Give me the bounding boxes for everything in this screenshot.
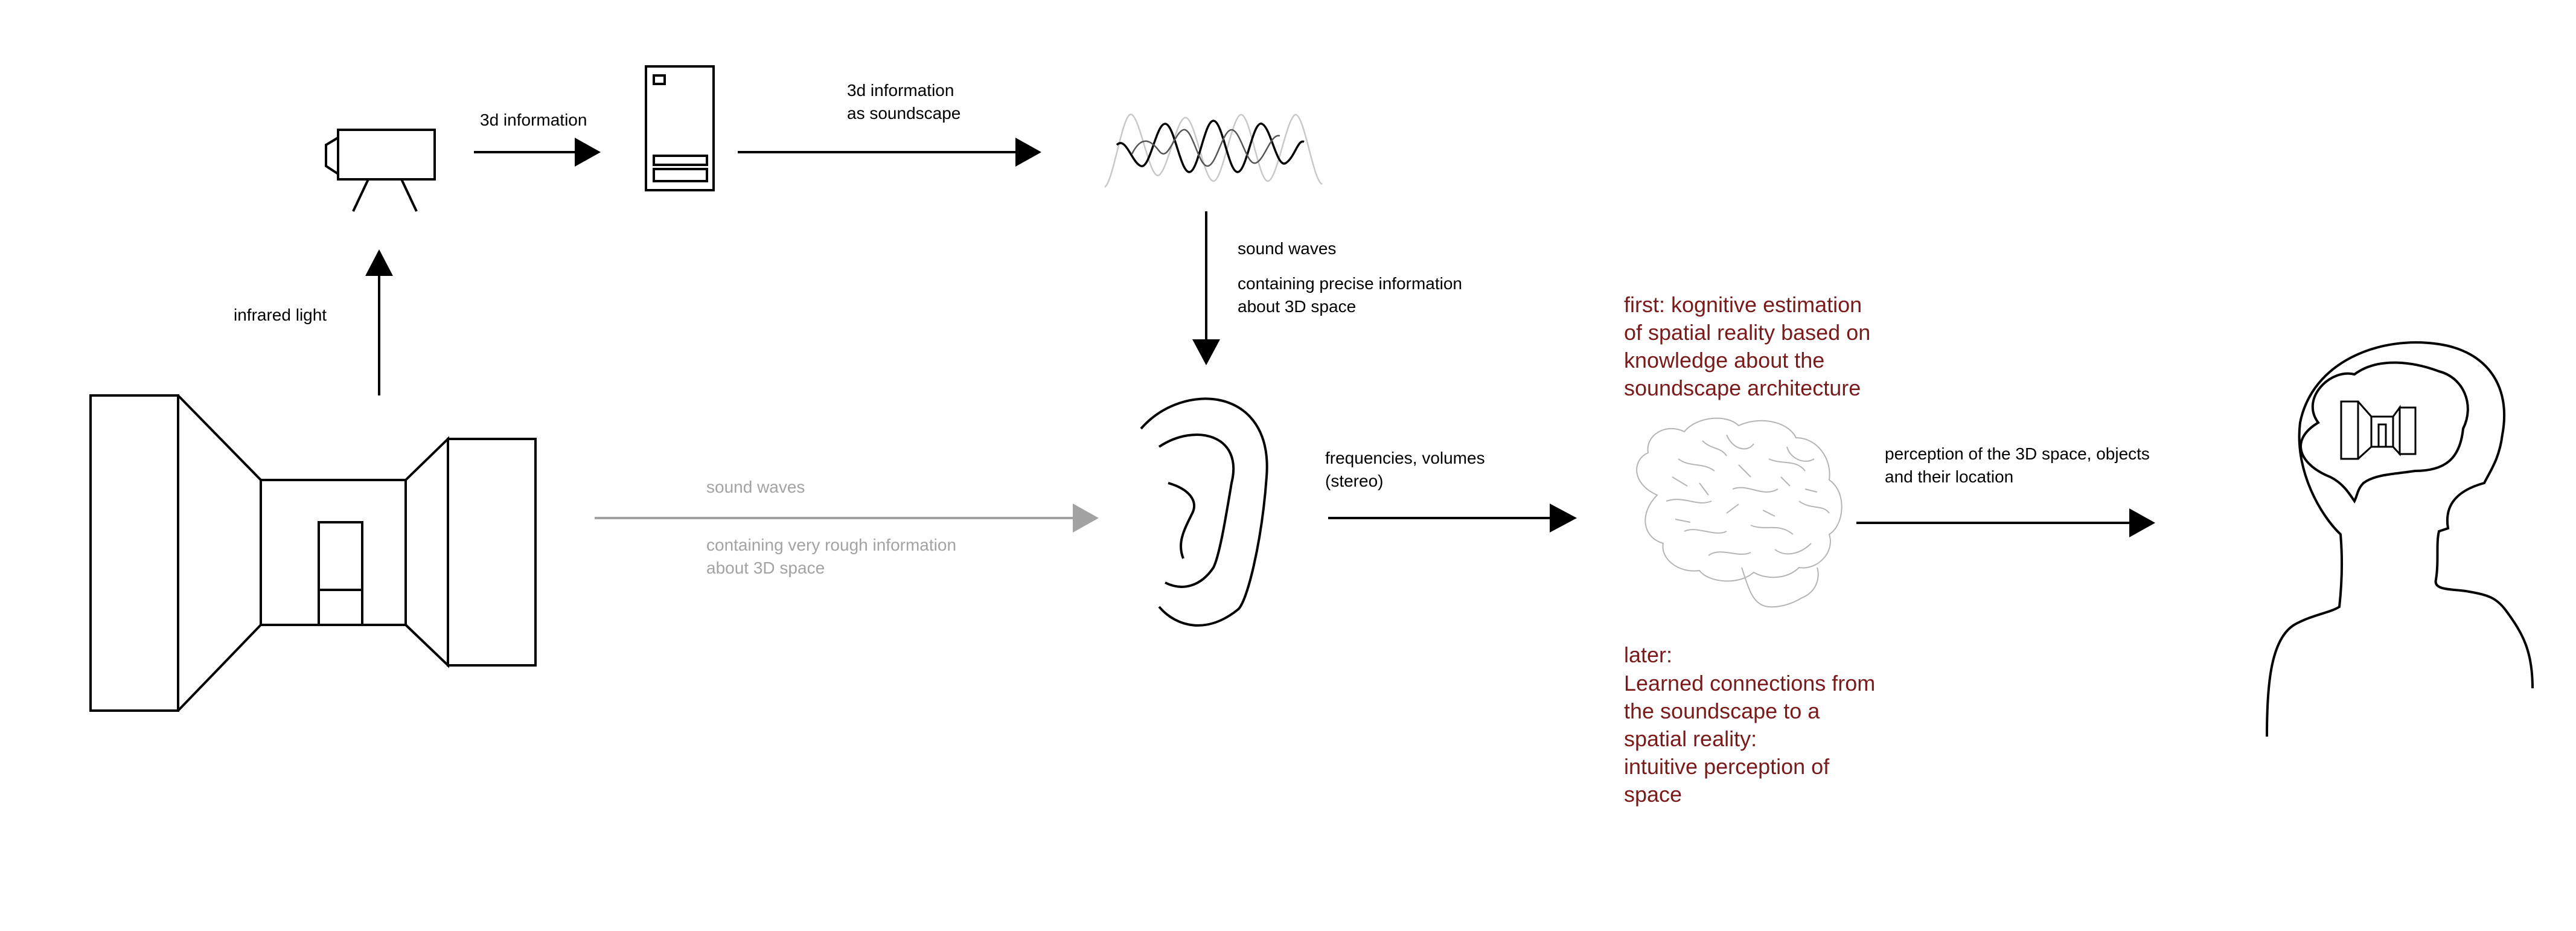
later-stage-line-2: Learned connections from	[1624, 671, 1876, 696]
later-stage-line-1: later:	[1624, 642, 1673, 667]
camera-icon	[325, 129, 436, 212]
computer-icon	[645, 65, 715, 191]
label-room-to-ear-2: containing very rough information	[706, 536, 957, 554]
label-computer-to-wave-2: as soundscape	[847, 104, 961, 123]
label-room-to-ear-3: about 3D space	[706, 558, 825, 577]
label-brain-to-head-1: perception of the 3D space, objects	[1885, 444, 2150, 463]
label-wave-to-ear-3: about 3D space	[1238, 297, 1357, 316]
label-infrared: infrared light	[234, 306, 327, 324]
later-stage-line-5: intuitive perception of	[1624, 754, 1830, 779]
label-brain-to-head-2: and their location	[1885, 467, 2014, 486]
brain-icon	[1636, 417, 1843, 608]
first-stage-line-3: knowledge about the	[1624, 348, 1825, 373]
label-camera-to-computer: 3d information	[480, 110, 587, 129]
label-ear-to-brain-1: frequencies, volumes	[1325, 449, 1485, 467]
label-room-to-ear-1: sound waves	[706, 478, 805, 496]
first-stage-line-2: of spatial reality based on	[1624, 320, 1871, 345]
later-stage-line-6: space	[1624, 782, 1683, 807]
later-stage-line-3: the soundscape to a	[1624, 699, 1820, 723]
label-computer-to-wave-1: 3d information	[847, 81, 954, 100]
label-ear-to-brain-2: (stereo)	[1325, 472, 1384, 490]
label-wave-to-ear-1: sound waves	[1238, 239, 1337, 258]
head-icon	[2266, 341, 2534, 737]
room-icon	[89, 394, 537, 712]
later-stage-line-4: spatial reality:	[1624, 726, 1757, 751]
soundwave-icon	[1104, 114, 1323, 188]
label-wave-to-ear-2: containing precise information	[1238, 274, 1462, 293]
first-stage-line-4: soundscape architecture	[1624, 376, 1861, 400]
first-stage-line-1: first: kognitive estimation	[1624, 292, 1862, 317]
ear-icon	[1140, 397, 1268, 627]
